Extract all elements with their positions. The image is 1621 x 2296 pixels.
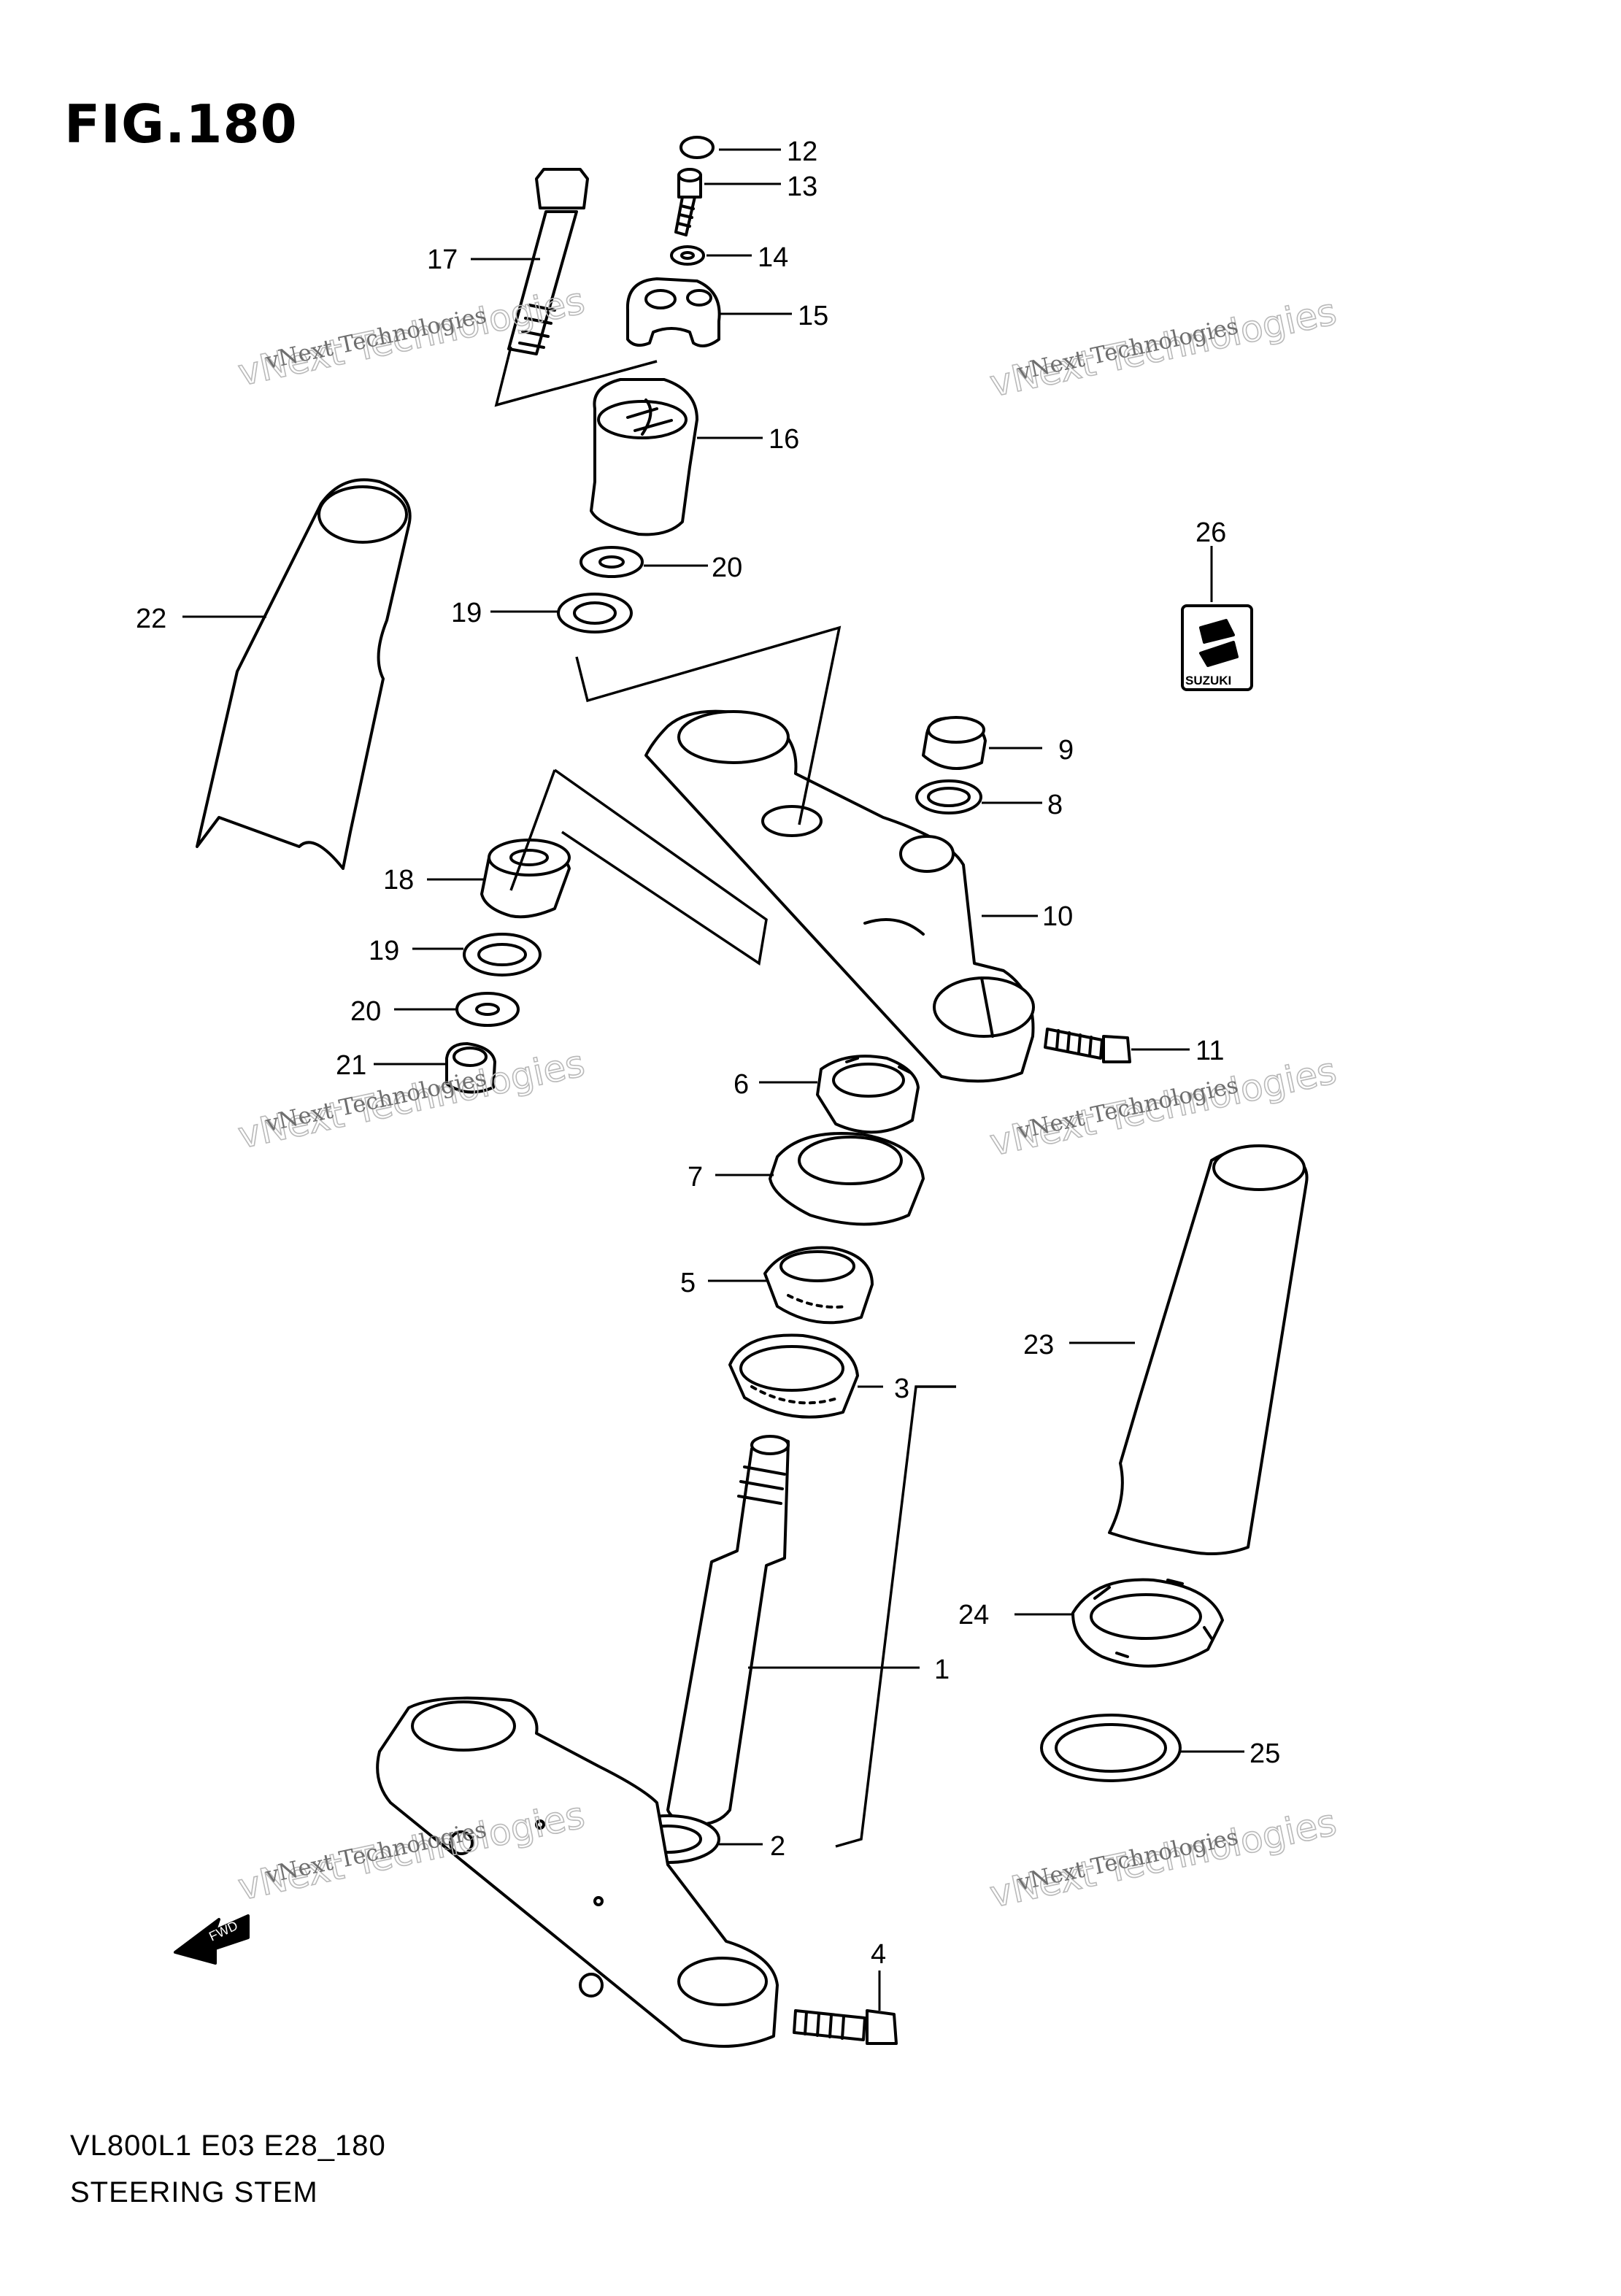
figure-title: FIG.180 <box>64 93 298 155</box>
part-upper-bearing-5[interactable] <box>763 1246 874 1325</box>
callout-5[interactable]: 5 <box>680 1268 696 1298</box>
part-washer-14[interactable] <box>670 245 705 266</box>
callout-25[interactable]: 25 <box>1250 1738 1280 1769</box>
callout-22[interactable]: 22 <box>136 604 166 634</box>
callout-6[interactable]: 6 <box>734 1069 749 1100</box>
part-washer-20a[interactable] <box>580 546 644 578</box>
callout-19b[interactable]: 19 <box>369 936 399 966</box>
callout-12[interactable]: 12 <box>787 136 817 167</box>
part-pinch-bolt-11[interactable] <box>1044 1028 1131 1063</box>
part-washer-25[interactable] <box>1040 1714 1182 1782</box>
emblem-text: SUZUKI <box>1185 674 1231 687</box>
guide-lines <box>494 346 956 1848</box>
part-cushion-18[interactable] <box>480 839 571 919</box>
part-lower-bearing-3[interactable] <box>728 1333 859 1419</box>
callout-15[interactable]: 15 <box>798 301 828 331</box>
figure-name: STEERING STEM <box>70 2176 318 2208</box>
callout-2[interactable]: 2 <box>770 1831 785 1862</box>
watermark-4: vNext Technologies vNext Technologies <box>986 1049 1341 1165</box>
watermark-6: vNext Technologies vNext Technologies <box>986 1800 1341 1916</box>
part-washer-8[interactable] <box>915 779 982 814</box>
part-upper-bracket-10[interactable] <box>644 709 1035 1083</box>
fwd-arrow-icon: FWD <box>174 1914 250 1965</box>
callout-20b[interactable]: 20 <box>350 996 381 1027</box>
callout-19a[interactable]: 19 <box>451 598 482 628</box>
callout-8[interactable]: 8 <box>1047 790 1063 820</box>
callout-17[interactable]: 17 <box>427 244 458 275</box>
callout-4[interactable]: 4 <box>871 1939 886 1970</box>
part-lower-bracket[interactable] <box>376 1696 779 2048</box>
callout-18[interactable]: 18 <box>383 865 414 895</box>
callout-labels: 12 13 14 15 16 17 20 19 22 26 9 8 10 18 … <box>136 136 1280 1970</box>
callout-13[interactable]: 13 <box>787 172 817 202</box>
part-dust-seal-7[interactable] <box>769 1132 925 1226</box>
part-cap-nut-9[interactable] <box>922 716 987 770</box>
part-washer-19a[interactable] <box>557 593 633 633</box>
part-emblem-26[interactable] <box>1181 604 1253 691</box>
callout-24[interactable]: 24 <box>958 1600 989 1630</box>
callout-7[interactable]: 7 <box>688 1162 703 1193</box>
part-fork-cover-23[interactable] <box>1108 1144 1309 1555</box>
part-holder-upper-15[interactable] <box>625 277 721 347</box>
callout-20a[interactable]: 20 <box>712 552 742 583</box>
callout-1[interactable]: 1 <box>934 1654 950 1685</box>
callout-16[interactable]: 16 <box>769 424 799 455</box>
figure-code: VL800L1 E03 E28_180 <box>70 2130 386 2162</box>
leader-lines <box>182 148 1244 2011</box>
callout-3[interactable]: 3 <box>894 1374 909 1404</box>
callout-21[interactable]: 21 <box>336 1050 366 1081</box>
part-bolt-13[interactable] <box>674 168 702 236</box>
part-holder-lower-16[interactable] <box>590 378 698 536</box>
part-washer-20b[interactable] <box>455 992 520 1027</box>
callout-9[interactable]: 9 <box>1058 735 1074 766</box>
callout-11[interactable]: 11 <box>1195 1036 1224 1066</box>
part-washer-19b[interactable] <box>463 933 542 976</box>
callout-14[interactable]: 14 <box>758 242 788 273</box>
watermark-3: vNext Technologies vNext Technologies <box>234 1041 589 1157</box>
part-stem-nut-6[interactable] <box>816 1055 920 1134</box>
part-steering-stem-1[interactable] <box>666 1435 790 1826</box>
part-fork-cover-22[interactable] <box>196 478 412 870</box>
part-lock-nut-24[interactable] <box>1071 1578 1224 1668</box>
part-long-bolt-17[interactable] <box>507 168 589 355</box>
callout-10[interactable]: 10 <box>1042 901 1073 932</box>
part-pinch-bolt-4[interactable] <box>793 2009 898 2045</box>
part-cap-12[interactable] <box>679 136 715 159</box>
callout-26[interactable]: 26 <box>1195 517 1226 548</box>
watermark-2: vNext Technologies vNext Technologies <box>986 290 1341 406</box>
callout-23[interactable]: 23 <box>1023 1330 1054 1360</box>
part-nut-21[interactable] <box>445 1042 496 1094</box>
